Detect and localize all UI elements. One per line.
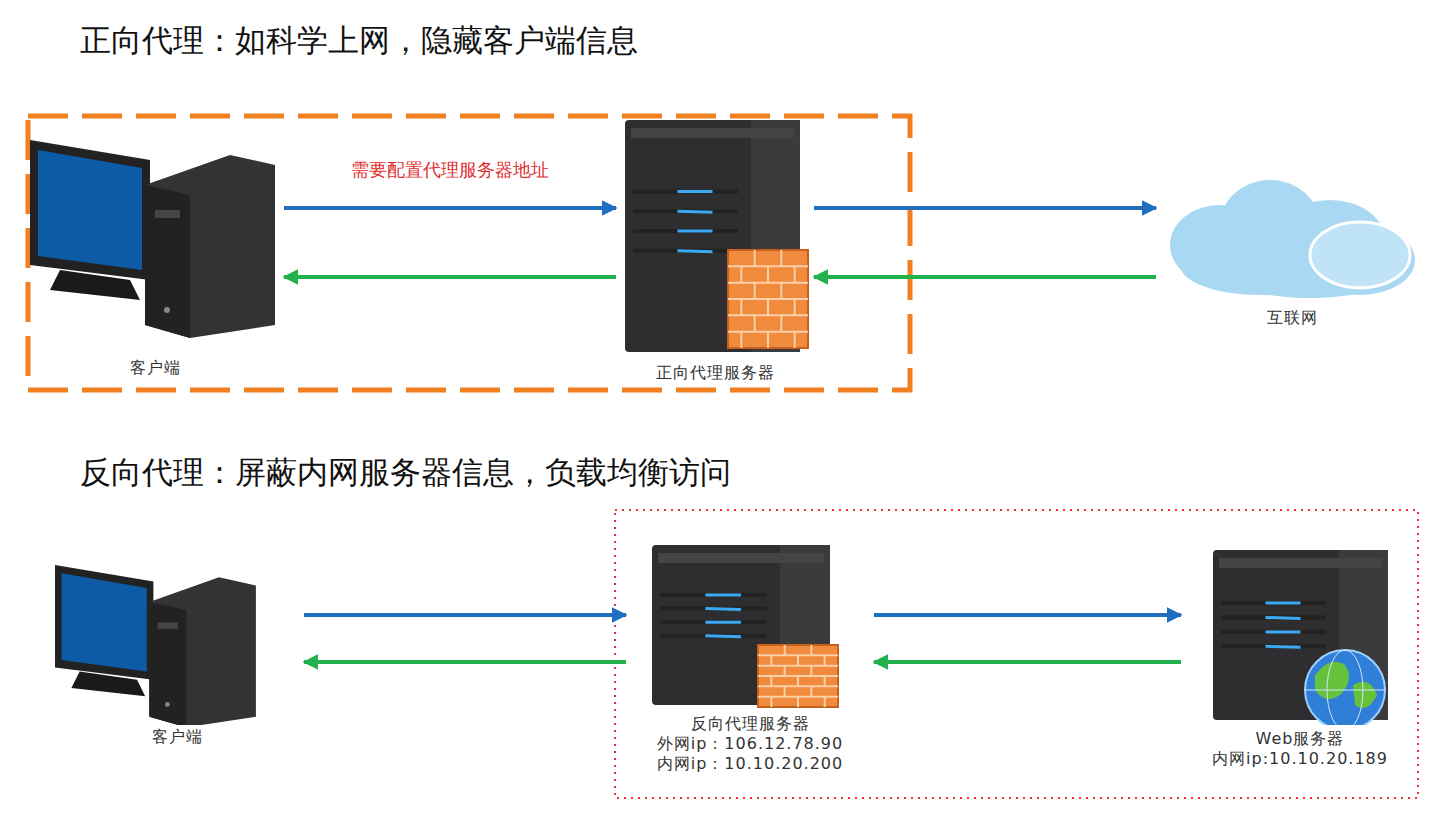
node-label: Web服务器 (1185, 729, 1415, 749)
node-label: 内网ip：10.10.20.200 (630, 754, 870, 774)
device-node: 正向代理服务器 (620, 120, 810, 383)
node-label: 客户端 (55, 727, 300, 747)
device-icon (1160, 170, 1425, 300)
device-node: 客户端 (30, 140, 280, 378)
node-label: 外网ip：106.12.78.90 (630, 734, 870, 754)
flow-arrow (874, 660, 1181, 664)
flow-arrow (304, 660, 626, 664)
flow-arrow (304, 613, 626, 617)
section-heading: 反向代理：屏蔽内网服务器信息，负载均衡访问 (80, 452, 731, 494)
node-label: 互联网 (1160, 308, 1425, 328)
device-icon (620, 120, 810, 355)
device-icon (30, 140, 280, 340)
device-node: 客户端 (55, 565, 300, 747)
forward-proxy-region (28, 116, 910, 390)
node-label: 正向代理服务器 (620, 363, 810, 383)
flow-arrow (814, 275, 1156, 279)
device-icon (630, 545, 870, 710)
node-label: 反向代理服务器 (630, 714, 870, 734)
device-icon (55, 565, 300, 725)
device-node: 互联网 (1160, 170, 1425, 328)
reverse-proxy-region (615, 510, 1418, 798)
flow-arrow (284, 275, 616, 279)
edge-label: 需要配置代理服务器地址 (349, 158, 551, 182)
device-node: 反向代理服务器外网ip：106.12.78.90内网ip：10.10.20.20… (630, 545, 870, 774)
device-node: Web服务器内网ip:10.10.20.189 (1185, 545, 1415, 769)
device-icon (1185, 545, 1415, 725)
node-label: 客户端 (30, 358, 280, 378)
flow-arrow (284, 206, 616, 210)
node-label: 内网ip:10.10.20.189 (1185, 749, 1415, 769)
flow-arrow (874, 613, 1181, 617)
section-heading: 正向代理：如科学上网，隐藏客户端信息 (80, 20, 638, 62)
flow-arrow (814, 206, 1156, 210)
